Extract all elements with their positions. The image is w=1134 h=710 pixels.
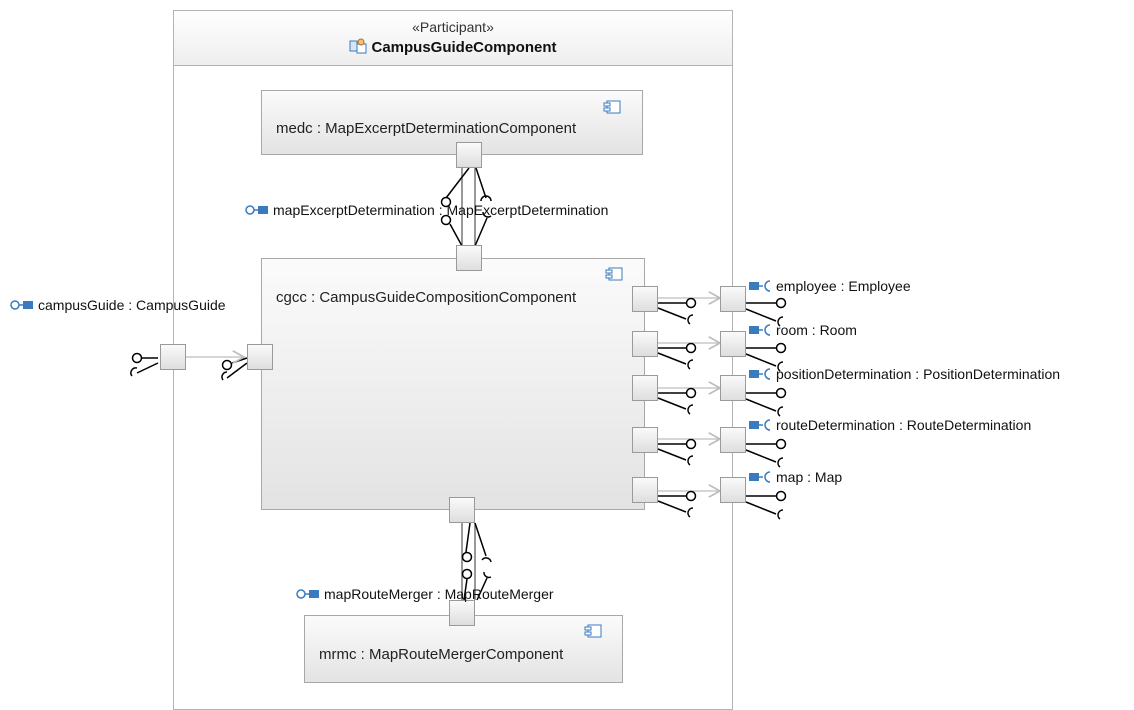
port-route-determination[interactable] [720, 427, 746, 453]
campusguide-port-label[interactable]: campusGuide : CampusGuide [10, 297, 226, 314]
port-cgcc-right-1[interactable] [632, 286, 658, 312]
component-medc[interactable]: medc : MapExcerptDeterminationComponent [261, 90, 643, 155]
component-icon [605, 267, 623, 281]
participant-stereotype: «Participant» [412, 19, 494, 35]
participant-icon [349, 38, 367, 58]
port-cgcc-right-3[interactable] [632, 375, 658, 401]
required-port-icon [748, 418, 772, 434]
port-cgcc-bottom[interactable] [449, 497, 475, 523]
room-port-label[interactable]: room : Room [748, 322, 857, 339]
component-cgcc-label: cgcc : CampusGuideCompositionComponent [276, 289, 577, 306]
port-cgcc-right-4[interactable] [632, 427, 658, 453]
port-position-determination[interactable] [720, 375, 746, 401]
provided-port-icon [296, 587, 320, 603]
required-port-icon [748, 323, 772, 339]
component-cgcc[interactable]: cgcc : CampusGuideCompositionComponent [261, 258, 645, 510]
required-port-icon [748, 279, 772, 295]
participant-header: «Participant» CampusGuideComponent [174, 11, 732, 66]
port-campusguide-inner[interactable] [247, 344, 273, 370]
component-mrmc-label: mrmc : MapRouteMergerComponent [319, 646, 564, 663]
port-campusguide-outer[interactable] [160, 344, 186, 370]
required-port-icon [748, 470, 772, 486]
port-cgcc-right-5[interactable] [632, 477, 658, 503]
component-icon [584, 624, 602, 638]
port-cgcc-right-2[interactable] [632, 331, 658, 357]
route-determination-port-label[interactable]: routeDetermination : RouteDetermination [748, 417, 1031, 434]
provided-port-icon [245, 203, 269, 219]
position-determination-port-label[interactable]: positionDetermination : PositionDetermin… [748, 366, 1060, 383]
map-route-merger-port-label[interactable]: mapRouteMerger : MapRouteMerger [296, 586, 554, 603]
component-icon [603, 100, 621, 114]
provided-port-icon [10, 298, 34, 314]
employee-port-label[interactable]: employee : Employee [748, 278, 911, 295]
participant-name: CampusGuideComponent [371, 39, 557, 56]
port-medc-bottom[interactable] [456, 142, 482, 168]
required-port-icon [748, 367, 772, 383]
map-excerpt-determination-port-label[interactable]: mapExcerptDetermination : MapExcerptDete… [245, 202, 608, 219]
port-map[interactable] [720, 477, 746, 503]
component-mrmc[interactable]: mrmc : MapRouteMergerComponent [304, 615, 623, 683]
port-room[interactable] [720, 331, 746, 357]
map-port-label[interactable]: map : Map [748, 469, 842, 486]
port-mrmc-top[interactable] [449, 600, 475, 626]
port-cgcc-top[interactable] [456, 245, 482, 271]
component-medc-label: medc : MapExcerptDeterminationComponent [276, 120, 577, 137]
participant-title: CampusGuideComponent [174, 38, 732, 58]
port-employee[interactable] [720, 286, 746, 312]
